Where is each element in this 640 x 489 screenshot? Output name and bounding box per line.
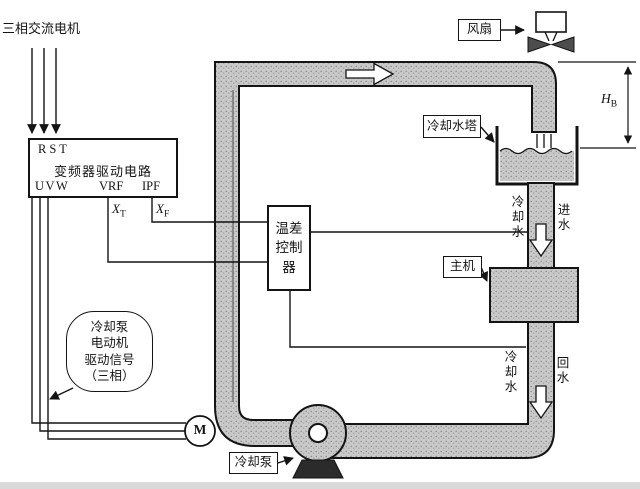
dimension-hb [558, 61, 636, 149]
pump-hub [308, 423, 328, 443]
inverter-ipf-label: IPF [142, 179, 161, 193]
terminal-xt-label: XT [112, 201, 126, 220]
cooling-tower-label-box: 冷却水塔 [423, 115, 481, 138]
flow-arrow-inlet [528, 223, 554, 258]
inverter-vrf-label: VRF [99, 179, 124, 193]
fan-motor-housing [535, 11, 567, 33]
temp-controller-box: 温差控制器 [267, 205, 311, 291]
pipe-loop-supply [214, 61, 557, 447]
water-streams [536, 134, 552, 148]
return-water-label: 回水 [556, 356, 570, 385]
host-unit-body [489, 267, 579, 323]
inverter-title: 变频器驱动电路 [53, 164, 152, 179]
tower-leader-arrow [480, 126, 495, 143]
motor-wire-v [39, 198, 185, 432]
signal-line-4: （三相） [84, 368, 135, 383]
pump-base [292, 459, 344, 479]
terminal-xf-base: X [156, 201, 164, 216]
wiring [27, 48, 528, 440]
head-height-base: H [601, 91, 611, 106]
signal-line-1: 冷却泵 [90, 320, 129, 334]
scan-edge-artifact [0, 482, 640, 489]
flow-arrows [345, 62, 554, 420]
signal-line-2: 电动机 [90, 336, 129, 351]
fan-blade-right [550, 36, 575, 53]
fan-mount-left [544, 31, 550, 42]
flow-arrow-right [345, 62, 395, 86]
host-label: 主机 [449, 259, 475, 274]
inlet-cooling-water-label: 冷却水 [511, 195, 525, 239]
sensor-wire-return [289, 291, 526, 348]
inverter-uvw-label: UVW [35, 179, 70, 193]
fan-label: 风扇 [466, 22, 492, 37]
sensor-wire-xt [107, 198, 267, 263]
pump-label: 冷却泵 [234, 455, 273, 470]
pump-label-box: 冷却泵 [229, 452, 278, 474]
temp-controller-label: 温差控制器 [275, 220, 303, 275]
head-height-label: HB [601, 91, 618, 110]
inlet-water-label: 进水 [557, 203, 571, 232]
inverter-rst-label: RST [38, 142, 70, 156]
fan-unit [527, 11, 575, 53]
sensor-wire-xf [151, 198, 267, 223]
supply-phase-label: 三相交流电机 [2, 21, 81, 36]
fan-mount-right [552, 31, 558, 42]
leader-arrows [49, 25, 525, 466]
flow-arrow-return [528, 385, 554, 420]
terminal-xf-sub: F [163, 209, 170, 220]
host-label-box: 主机 [443, 256, 482, 278]
head-height-sub: B [610, 99, 618, 110]
cooling-tower-label: 冷却水塔 [426, 118, 477, 133]
tower-water [500, 148, 574, 181]
motor-m-label: M [193, 422, 207, 437]
terminal-xt-sub: T [119, 209, 126, 220]
inverter-drive-box: RST 变频器驱动电路 UVW VRF IPF [28, 138, 178, 198]
cooling-pump [289, 404, 347, 479]
fan-label-box: 风扇 [458, 19, 501, 41]
terminal-xf-label: XF [156, 201, 170, 220]
signal-line-3: 驱动信号 [84, 352, 135, 367]
fan-blade-left [527, 36, 552, 53]
water-surface-line [499, 147, 573, 155]
host-leader-arrow [479, 266, 489, 282]
motor-wire-w [47, 198, 186, 440]
pump-drive-signal-box: 冷却泵 电动机 驱动信号 （三相） [66, 311, 153, 392]
motor-wire-u [31, 198, 186, 424]
return-cooling-water-label: 冷却水 [504, 350, 518, 394]
signal-leader-arrow [49, 387, 74, 400]
terminal-xt-base: X [112, 201, 120, 216]
motor-circle [184, 415, 216, 447]
pump-leader-arrow [277, 456, 294, 466]
